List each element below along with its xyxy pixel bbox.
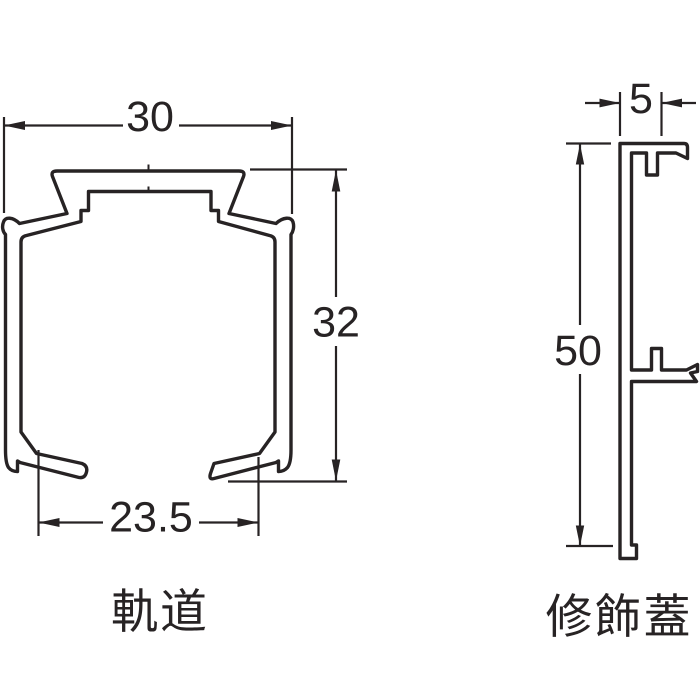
dim-value-height: 32	[312, 299, 360, 347]
dim-text-mask	[103, 493, 199, 540]
track-dim-height: 32	[228, 168, 363, 483]
cover-view: 5 50 修飾蓋	[546, 75, 700, 645]
dim-value-height: 50	[554, 327, 602, 375]
cover-profile-outline	[618, 141, 700, 561]
track-part-label: 軌道	[111, 585, 209, 640]
dim-text-mask	[309, 297, 363, 346]
arrowhead-left-icon	[38, 518, 60, 527]
arrowhead-down-icon	[575, 525, 585, 546]
arrowhead-left-icon	[661, 98, 682, 108]
cover-dim-top-width: 5	[585, 75, 696, 136]
track-dim-inner-bottom-width: 23.5	[37, 450, 260, 542]
arrowhead-up-icon	[575, 144, 585, 165]
cover-part-label: 修飾蓋	[546, 590, 693, 645]
arrowhead-right-icon	[271, 121, 292, 130]
dim-value-inner-bottom-width: 23.5	[109, 494, 193, 542]
dim-text-mask	[123, 93, 179, 139]
track-dim-outer-width: 30	[2, 93, 294, 214]
arrowhead-down-icon	[331, 459, 341, 481]
dim-text-mask	[551, 325, 604, 374]
arrowhead-right-icon	[237, 518, 259, 527]
track-profile-outline	[0, 169, 296, 481]
track-view: 30 32 23.5	[0, 93, 363, 640]
dim-value-top-width: 5	[629, 75, 653, 123]
dim-value-outer-width: 30	[126, 93, 174, 141]
arrowhead-up-icon	[331, 170, 341, 192]
arrowhead-left-icon	[4, 121, 25, 130]
cover-dim-height: 50	[551, 142, 613, 548]
arrowhead-right-icon	[599, 98, 620, 108]
